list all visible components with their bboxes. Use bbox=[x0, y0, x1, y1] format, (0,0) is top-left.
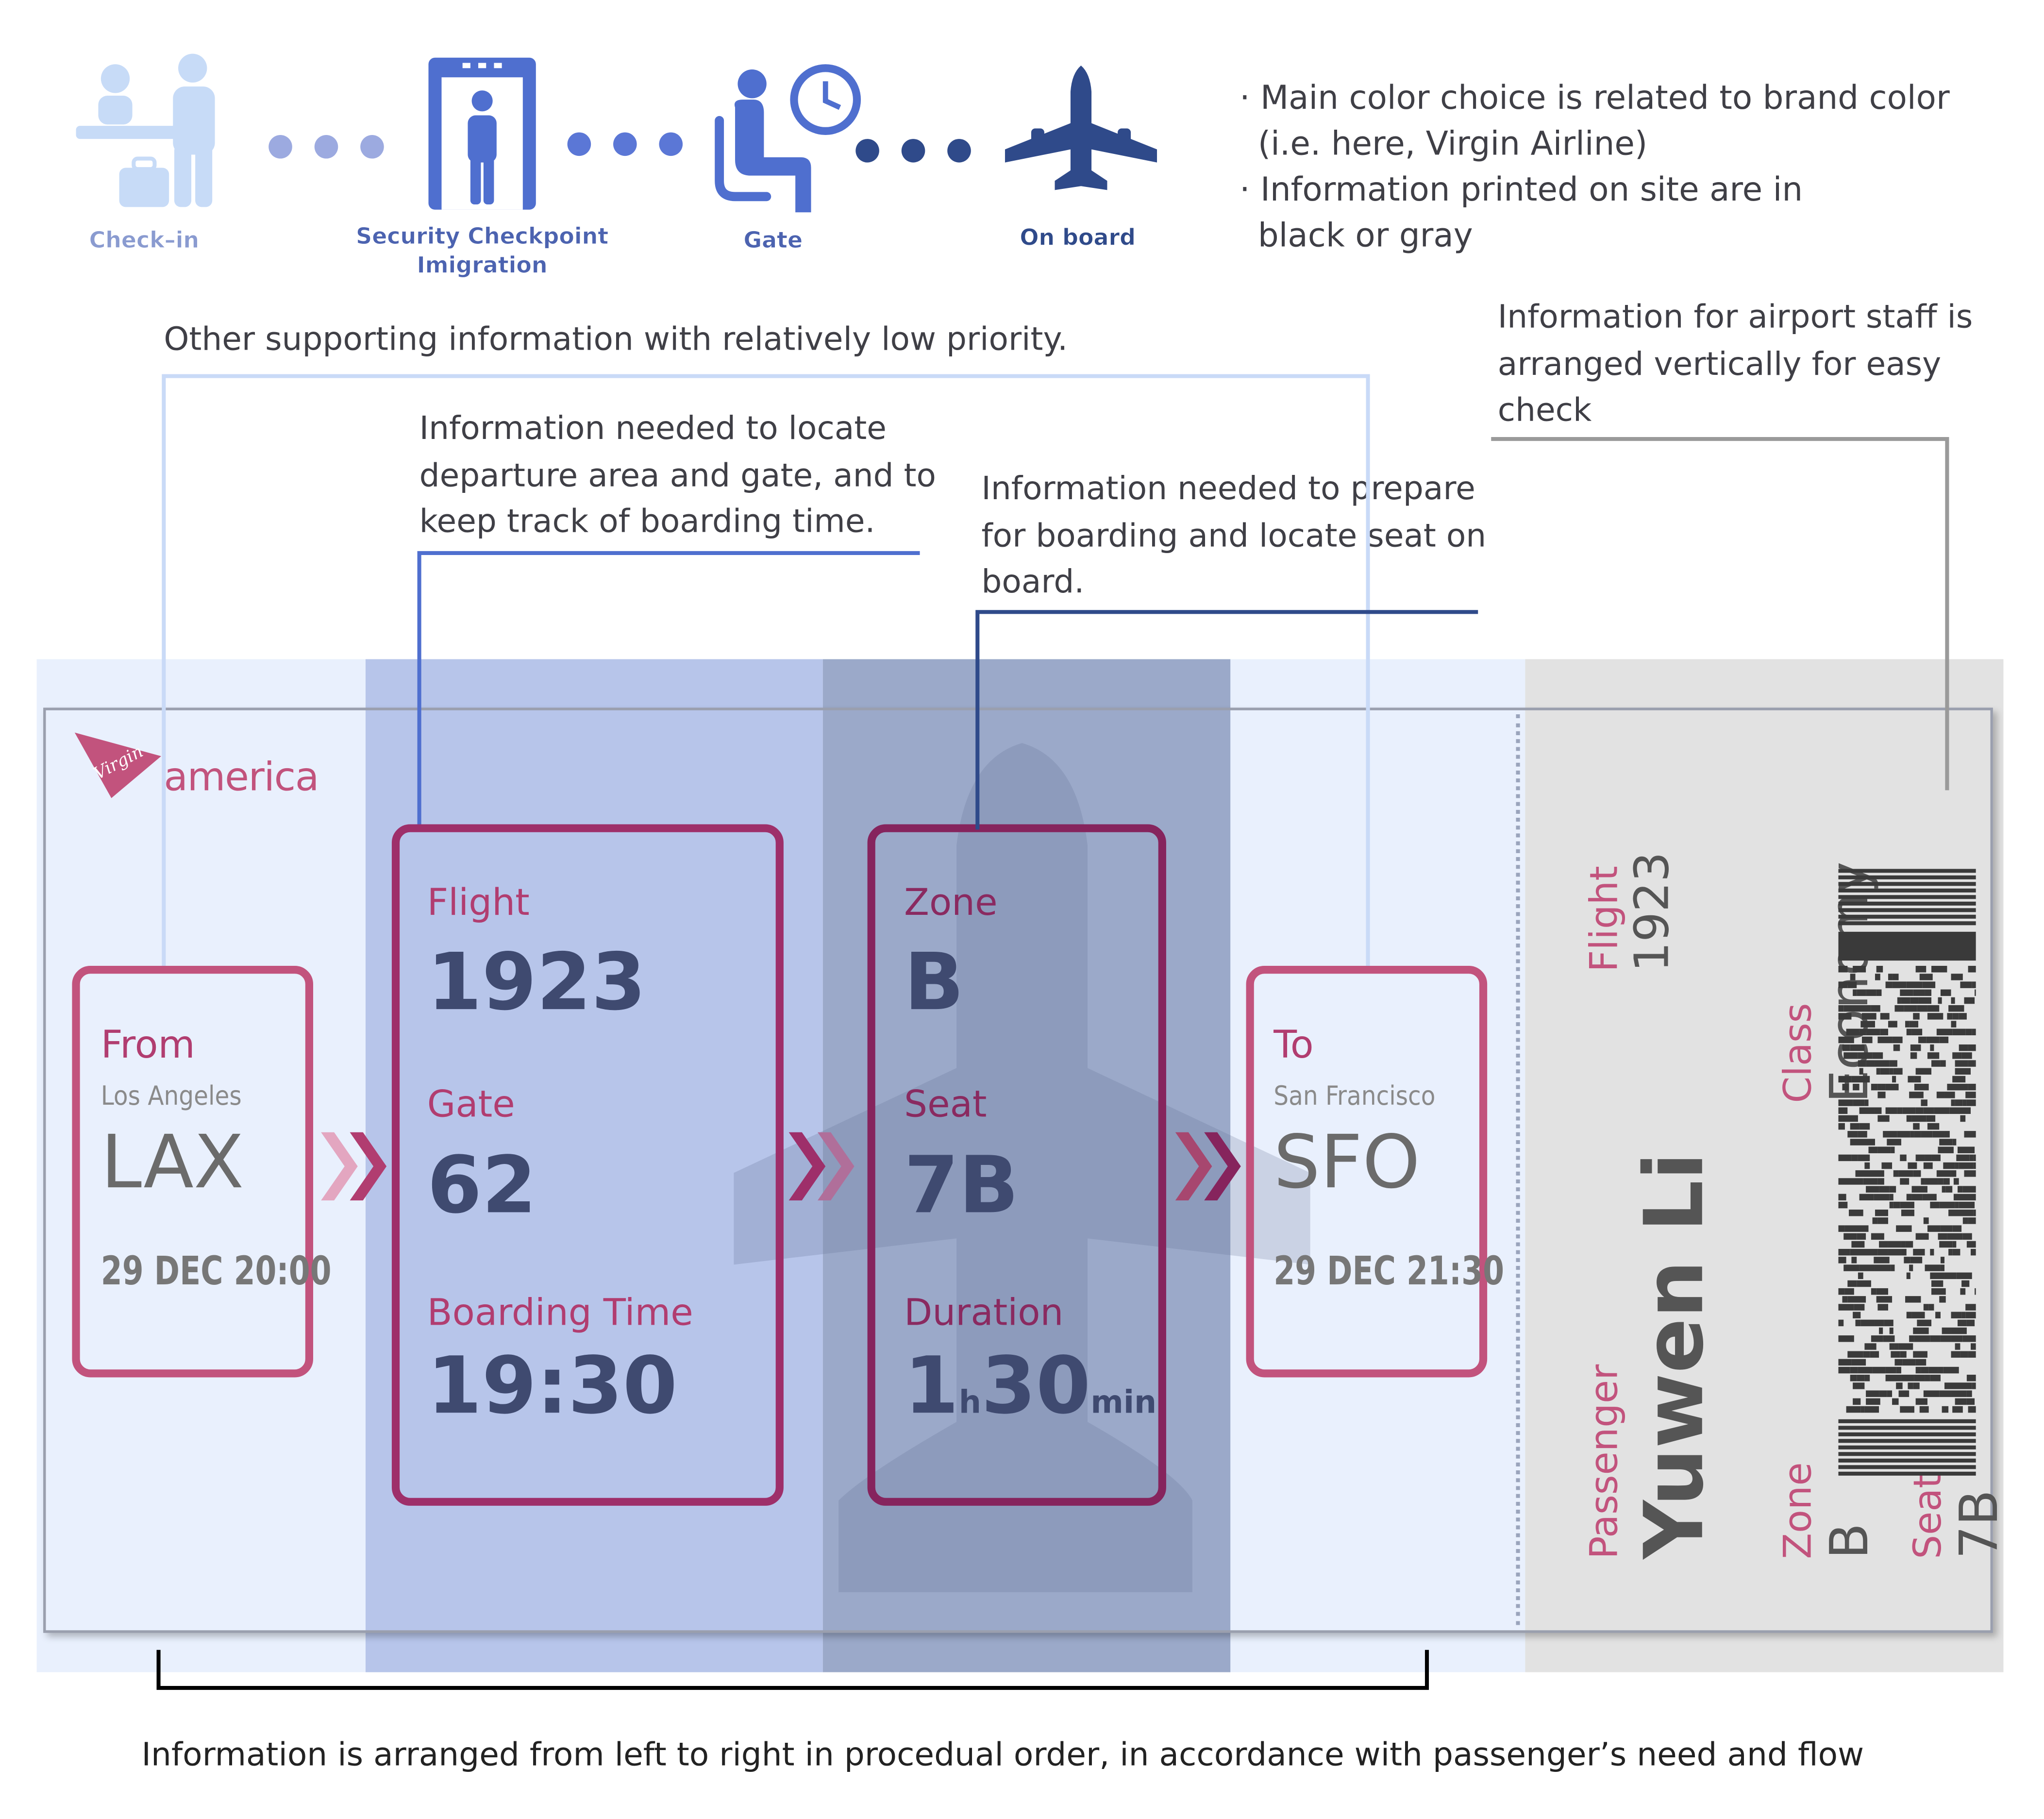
to-city: San Francisco bbox=[1273, 1079, 1436, 1112]
flight-label: Flight bbox=[427, 880, 530, 924]
boarding-time: 19:30 bbox=[427, 1340, 678, 1432]
from-datetime: 29 DEC 20:00 bbox=[101, 1248, 332, 1295]
chevron-arrow-icon bbox=[1175, 1132, 1241, 1201]
annotation-prepare-boarding: Information needed to prepare for boardi… bbox=[981, 469, 1487, 601]
from-card bbox=[72, 966, 314, 1378]
seat-label: Seat bbox=[904, 1082, 987, 1126]
process-flow: Check–in Security Checkpoint Imigration bbox=[0, 0, 1179, 288]
waiting-clock-icon bbox=[715, 64, 861, 213]
flow-dot bbox=[901, 139, 925, 163]
gate-label: Gate bbox=[427, 1082, 515, 1126]
duration-hours-unit: h bbox=[958, 1383, 981, 1421]
zone-value: B bbox=[904, 937, 964, 1029]
flow-dot bbox=[855, 139, 879, 163]
note-printed-info-2: black or gray bbox=[1257, 216, 1473, 254]
perforation-line bbox=[1516, 714, 1520, 1625]
boarding-time-label: Boarding Time bbox=[427, 1291, 693, 1334]
airplane-icon bbox=[1005, 65, 1157, 190]
duration-label: Duration bbox=[904, 1291, 1064, 1334]
security-gate-icon bbox=[428, 57, 536, 210]
chevron-arrow-icon bbox=[321, 1132, 387, 1201]
flow-dot bbox=[947, 139, 971, 163]
zone-label: Zone bbox=[904, 880, 998, 924]
virgin-america-logo: Virgin bbox=[74, 732, 161, 798]
annotation-supporting-info: Other supporting information with relati… bbox=[164, 320, 1068, 358]
chevron-arrow-icon bbox=[788, 1132, 854, 1201]
logo-word: america bbox=[164, 755, 319, 801]
to-airport-code: SFO bbox=[1273, 1120, 1421, 1206]
from-label: From bbox=[101, 1022, 195, 1067]
barcode bbox=[1838, 869, 1976, 1476]
airplane-watermark bbox=[734, 743, 1310, 1593]
check-in-desk-icon bbox=[76, 53, 215, 207]
flow-dot bbox=[567, 132, 591, 156]
note-brand-color: · Main color choice is related to brand … bbox=[1240, 78, 1950, 117]
zone-seat-card bbox=[867, 824, 1166, 1506]
flow-dot bbox=[314, 135, 338, 159]
flow-dot bbox=[360, 135, 384, 159]
annotation-bottom: Information is arranged from left to rig… bbox=[141, 1735, 1864, 1773]
annotation-locate-gate: Information needed to locate departure a… bbox=[419, 409, 937, 540]
step-label-on-board: On board bbox=[1020, 225, 1136, 252]
annotation-staff-info: Information for airport staff is arrange… bbox=[1497, 297, 1973, 429]
from-city: Los Angeles bbox=[101, 1079, 242, 1112]
to-card bbox=[1246, 966, 1488, 1378]
note-printed-info: · Information printed on site are in bbox=[1240, 170, 1803, 209]
flow-dot bbox=[659, 132, 683, 156]
duration-minutes-unit: min bbox=[1090, 1383, 1157, 1421]
step-label-check-in: Check–in bbox=[89, 228, 200, 254]
from-airport-code: LAX bbox=[101, 1120, 244, 1206]
flow-dot bbox=[613, 132, 637, 156]
flow-dot bbox=[268, 135, 292, 159]
flight-gate-card bbox=[391, 824, 784, 1506]
duration-minutes: 30 bbox=[981, 1340, 1091, 1432]
gate-number: 62 bbox=[427, 1140, 537, 1232]
to-datetime: 29 DEC 21:30 bbox=[1273, 1248, 1505, 1295]
step-label-security: Security Checkpoint Imigration bbox=[356, 224, 609, 279]
flight-number: 1923 bbox=[427, 937, 646, 1029]
duration-value: 1h30min bbox=[904, 1341, 1156, 1432]
note-brand-color-example: (i.e. here, Virgin Airline) bbox=[1257, 124, 1648, 163]
step-label-gate: Gate bbox=[743, 228, 803, 254]
boarding-pass bbox=[43, 707, 1993, 1633]
to-label: To bbox=[1273, 1022, 1314, 1067]
seat-value: 7B bbox=[904, 1140, 1019, 1232]
duration-hours: 1 bbox=[904, 1340, 959, 1432]
